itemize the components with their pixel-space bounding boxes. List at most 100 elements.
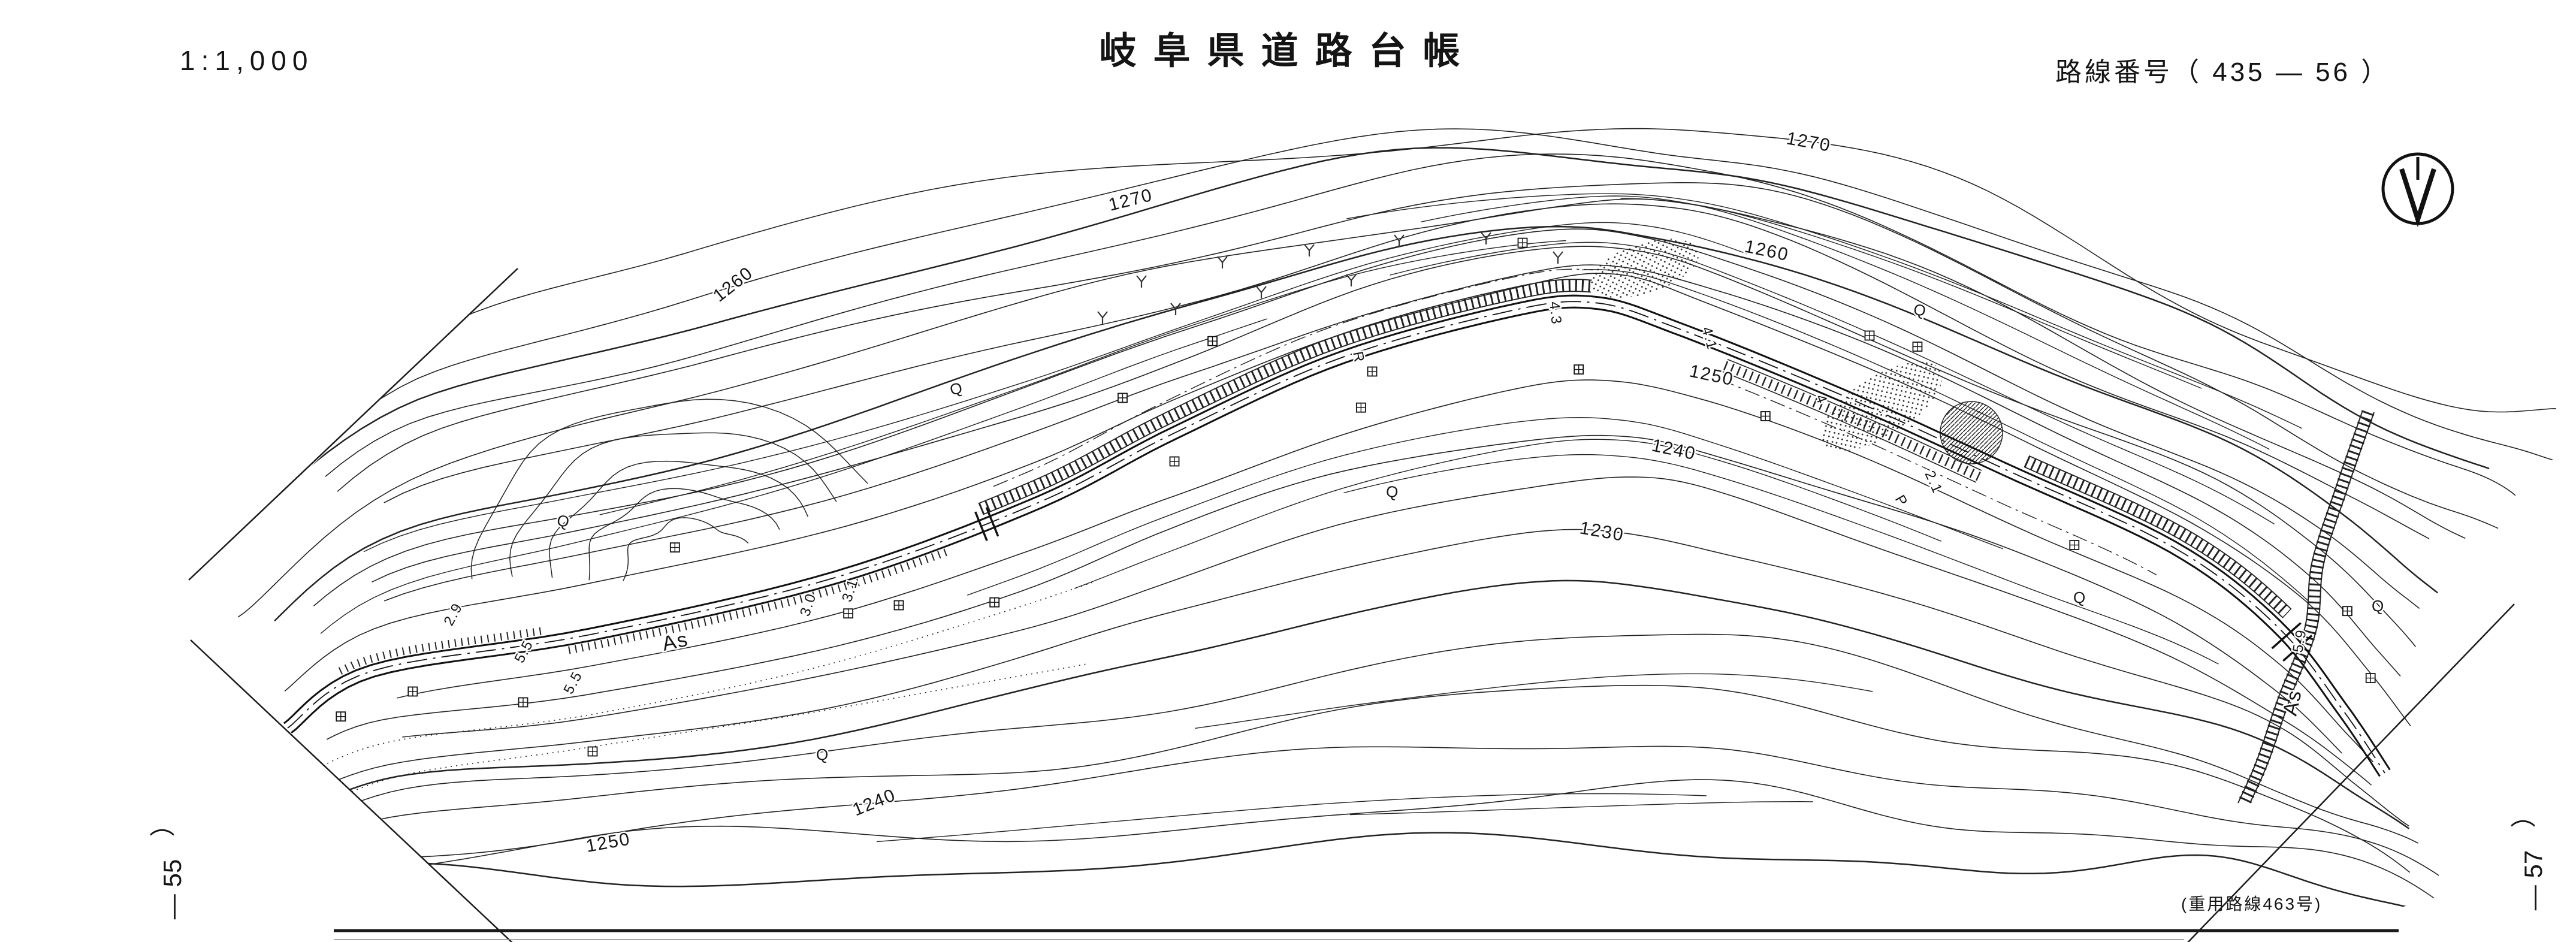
- vegetation-icon: [1170, 303, 1181, 315]
- measure-label: 3.0: [797, 591, 820, 618]
- stream-hachure: [2238, 410, 2375, 806]
- sheet-border-line: [190, 639, 513, 942]
- survey-marker: [1760, 411, 1771, 421]
- survey-marker: [1574, 364, 1584, 375]
- contour-label: 1250: [1688, 361, 1736, 390]
- survey-marker: [1367, 366, 1378, 377]
- contour-line: [1349, 801, 1813, 816]
- measure-label: 2.9: [440, 600, 466, 628]
- survey-marker: [1517, 237, 1528, 248]
- contour-line: [284, 273, 2411, 726]
- crib-wall-hatch: [2024, 455, 2291, 618]
- crib-wall-edge: [982, 291, 1591, 515]
- contour-line: [325, 153, 2516, 496]
- slope-edge: [1722, 371, 1977, 483]
- measure-label: R: [1349, 350, 1367, 364]
- contour-label: 1270: [1107, 185, 1155, 215]
- survey-marker: [2069, 540, 2080, 550]
- contour-line: [274, 225, 2438, 621]
- row-boundary: [993, 268, 1593, 487]
- contour-label: 1230: [1578, 518, 1626, 545]
- contour-line: [1421, 195, 2270, 450]
- contour-line: [1620, 198, 2202, 389]
- measure-label: 3.1: [839, 576, 862, 604]
- contour-label: 1240: [850, 785, 899, 820]
- survey-marker: [2342, 606, 2352, 617]
- symbol-label: Q: [2073, 588, 2086, 606]
- contour-line: [1195, 673, 1873, 729]
- embankment-ticks: [568, 547, 952, 654]
- north-arrow-icon: [2381, 152, 2454, 228]
- contour-line: [402, 476, 2372, 786]
- symbol-label: Q: [555, 511, 572, 532]
- vegetation-icon: [1553, 251, 1563, 264]
- contour-line: [305, 579, 2410, 829]
- contour-label: 1260: [1743, 237, 1791, 265]
- contour-label: 1250: [584, 829, 632, 856]
- map-scale-label: 1:1,000: [180, 45, 314, 76]
- survey-marker: [1207, 336, 1218, 346]
- sheet-title: 岐阜県道路台帳: [1099, 31, 1477, 72]
- culvert-ticks: [2282, 635, 2313, 662]
- contour-line: [403, 745, 2439, 876]
- contour-line: [1346, 193, 2303, 429]
- contour-line: [363, 222, 1748, 552]
- contour-line: [967, 416, 2003, 596]
- contour-line: [335, 832, 2446, 920]
- stippled-area: [1589, 238, 1699, 298]
- contour-line: [237, 198, 2466, 618]
- contour-line: [301, 128, 2553, 462]
- survey-marker: [1864, 330, 1875, 341]
- sheet-border-line: [188, 268, 518, 581]
- stream-bank: [2249, 412, 2375, 804]
- contour-line: [372, 246, 2417, 647]
- vegetation-icon: [1136, 275, 1147, 288]
- vegetation-icon: [1304, 244, 1315, 256]
- contour-label: 1260: [709, 262, 757, 306]
- road-centerline: [287, 301, 2385, 774]
- measure-label: 4.3: [1546, 301, 1565, 326]
- culvert-ticks: [985, 506, 999, 537]
- road-label: As: [660, 628, 691, 656]
- contour-line-dotted: [322, 582, 1092, 766]
- measure-label: 5.5: [560, 668, 585, 696]
- stream-bank: [2237, 412, 2363, 804]
- road-edge: [291, 306, 2381, 777]
- survey-marker: [669, 542, 680, 552]
- contour-line: [341, 779, 2453, 912]
- contour-line: [509, 432, 837, 577]
- contour-line: [364, 128, 2556, 413]
- sheet-border-line: [2187, 603, 2515, 942]
- survey-marker: [893, 600, 904, 611]
- contour-line: [599, 240, 1566, 515]
- contour-line: [313, 228, 2420, 609]
- embankment-ticks: [338, 627, 542, 675]
- survey-marker: [1912, 342, 1923, 352]
- road-edge: [283, 294, 2391, 771]
- contour-line: [876, 793, 1707, 843]
- culvert-ticks: [974, 511, 988, 542]
- hatched-knoll: [1940, 401, 2003, 464]
- survey-marker: [518, 697, 529, 708]
- symbol-label: Q: [948, 378, 965, 399]
- survey-marker: [407, 686, 418, 697]
- contour-label: 1270: [1785, 128, 1832, 155]
- slope-edge: [1727, 358, 1982, 471]
- contour-line: [549, 460, 809, 578]
- symbol-label: Q: [2372, 597, 2385, 615]
- crib-wall-edge: [2024, 466, 2284, 618]
- contour-line: [330, 684, 2411, 873]
- survey-marker: [336, 711, 346, 722]
- sheet-border: [188, 268, 2515, 942]
- symbol-label: Q: [1912, 300, 1929, 321]
- route-number-label: 路線番号（ 435 — 56 ）: [2055, 58, 2391, 87]
- contour-line: [588, 488, 780, 581]
- survey-marker: [587, 746, 598, 757]
- contour-line: [1390, 241, 2275, 525]
- survey-marker: [843, 608, 854, 619]
- contour-line: [294, 147, 2490, 480]
- contour-line: [351, 633, 2418, 844]
- overlap-route-note: (重用路線463号): [2181, 895, 2323, 913]
- contour-line: [1343, 454, 2219, 665]
